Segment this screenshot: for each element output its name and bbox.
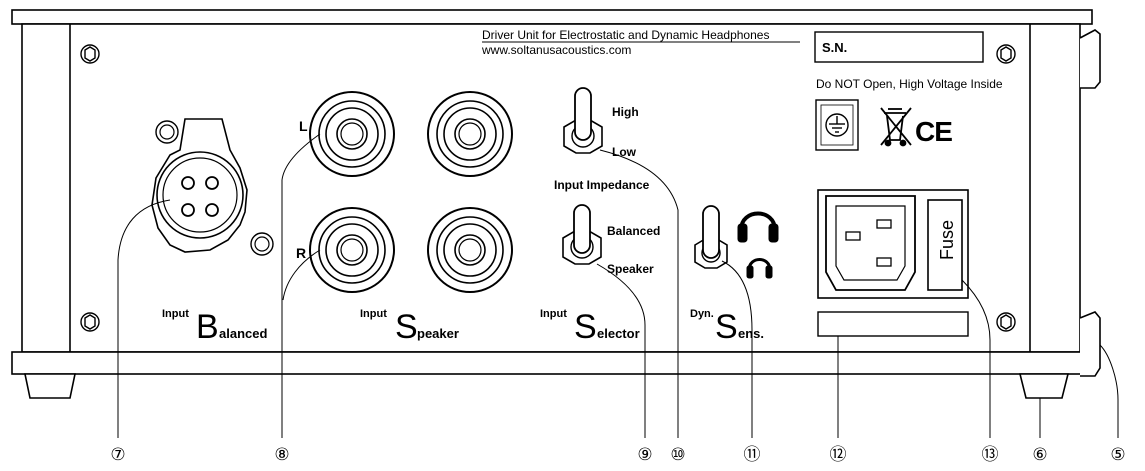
callout-13: ⑬ (982, 445, 999, 464)
leader-13 (961, 279, 991, 438)
callout-8: ⑧ (274, 445, 289, 464)
leader-7 (117, 199, 171, 438)
left-foot (24, 373, 76, 399)
serial-number-label: S.N. (822, 40, 847, 55)
selector-balanced-label: Balanced (607, 224, 660, 238)
fuse-holder (927, 199, 963, 291)
screw-bottom-left (80, 312, 100, 332)
svg-text:Input: Input (162, 308, 189, 320)
section-label-balanced: Input B alanced (162, 308, 267, 346)
headphone-high-icon (737, 211, 779, 243)
callout-10: ⑩ (670, 445, 685, 464)
bottom-rail (11, 351, 1093, 375)
top-rail (11, 9, 1093, 25)
svg-text:Dyn.: Dyn. (690, 308, 714, 320)
svg-text:peaker: peaker (417, 326, 459, 341)
label-plate (817, 311, 969, 337)
svg-text:ens.: ens. (738, 326, 764, 341)
headphone-low-icon (746, 258, 773, 279)
rca-jack-left-1 (309, 91, 395, 177)
leader-8b (282, 249, 321, 301)
callout-9: ⑨ (637, 445, 652, 464)
weee-bin-icon (880, 107, 912, 147)
right-foot (1018, 373, 1070, 399)
section-label-sensitivity: Dyn. S ens. (690, 308, 764, 346)
fuse-label: Fuse (937, 220, 957, 260)
selector-toggle-switch (562, 204, 602, 265)
svg-text:Input: Input (360, 308, 387, 320)
svg-text:elector: elector (597, 326, 640, 341)
header-url: www.soltanusacoustics.com (481, 43, 631, 57)
ground-symbol-icon (815, 99, 859, 151)
selector-speaker-label: Speaker (607, 262, 654, 276)
svg-text:Input: Input (540, 308, 567, 320)
callout-5: ⑤ (1110, 445, 1125, 464)
screw-top-right (996, 44, 1016, 64)
high-voltage-warning: Do NOT Open, High Voltage Inside (816, 77, 1003, 91)
section-label-speaker: Input S peaker (360, 308, 459, 346)
impedance-high-label: High (612, 105, 639, 119)
channel-right-label: R (296, 245, 306, 261)
serial-number-box (814, 31, 984, 63)
screw-bottom-right (996, 312, 1016, 332)
screw-top-left (80, 44, 100, 64)
impedance-low-label: Low (612, 145, 637, 159)
svg-text:S: S (715, 308, 738, 346)
rca-jack-right-2 (427, 207, 513, 293)
callout-12: ⑫ (830, 445, 847, 464)
callout-6: ⑥ (1032, 445, 1047, 464)
svg-text:S: S (395, 308, 418, 346)
impedance-title: Input Impedance (554, 178, 650, 192)
impedance-toggle-switch (563, 87, 603, 154)
side-bracket-bottom (1079, 311, 1101, 377)
section-label-selector: Input S elector (540, 308, 640, 346)
leader-9 (596, 263, 646, 438)
leader-11 (721, 260, 753, 438)
channel-left-label: L (299, 118, 308, 134)
xlr-balanced-connector (151, 118, 274, 256)
callout-11: ⑪ (744, 445, 761, 464)
header-title: Driver Unit for Electrostatic and Dynami… (482, 28, 769, 42)
leader-8a (281, 133, 321, 438)
leader-5 (1099, 344, 1119, 438)
ce-mark: CE (915, 116, 952, 147)
callout-7: ⑦ (110, 445, 125, 464)
sensitivity-toggle-switch (694, 205, 728, 269)
svg-text:S: S (574, 308, 597, 346)
svg-text:B: B (196, 308, 219, 346)
leader-10 (599, 149, 679, 438)
side-bracket-top (1079, 29, 1101, 89)
rca-jack-left-2 (427, 91, 513, 177)
rca-jack-right-1 (309, 207, 395, 293)
svg-text:alanced: alanced (219, 326, 267, 341)
